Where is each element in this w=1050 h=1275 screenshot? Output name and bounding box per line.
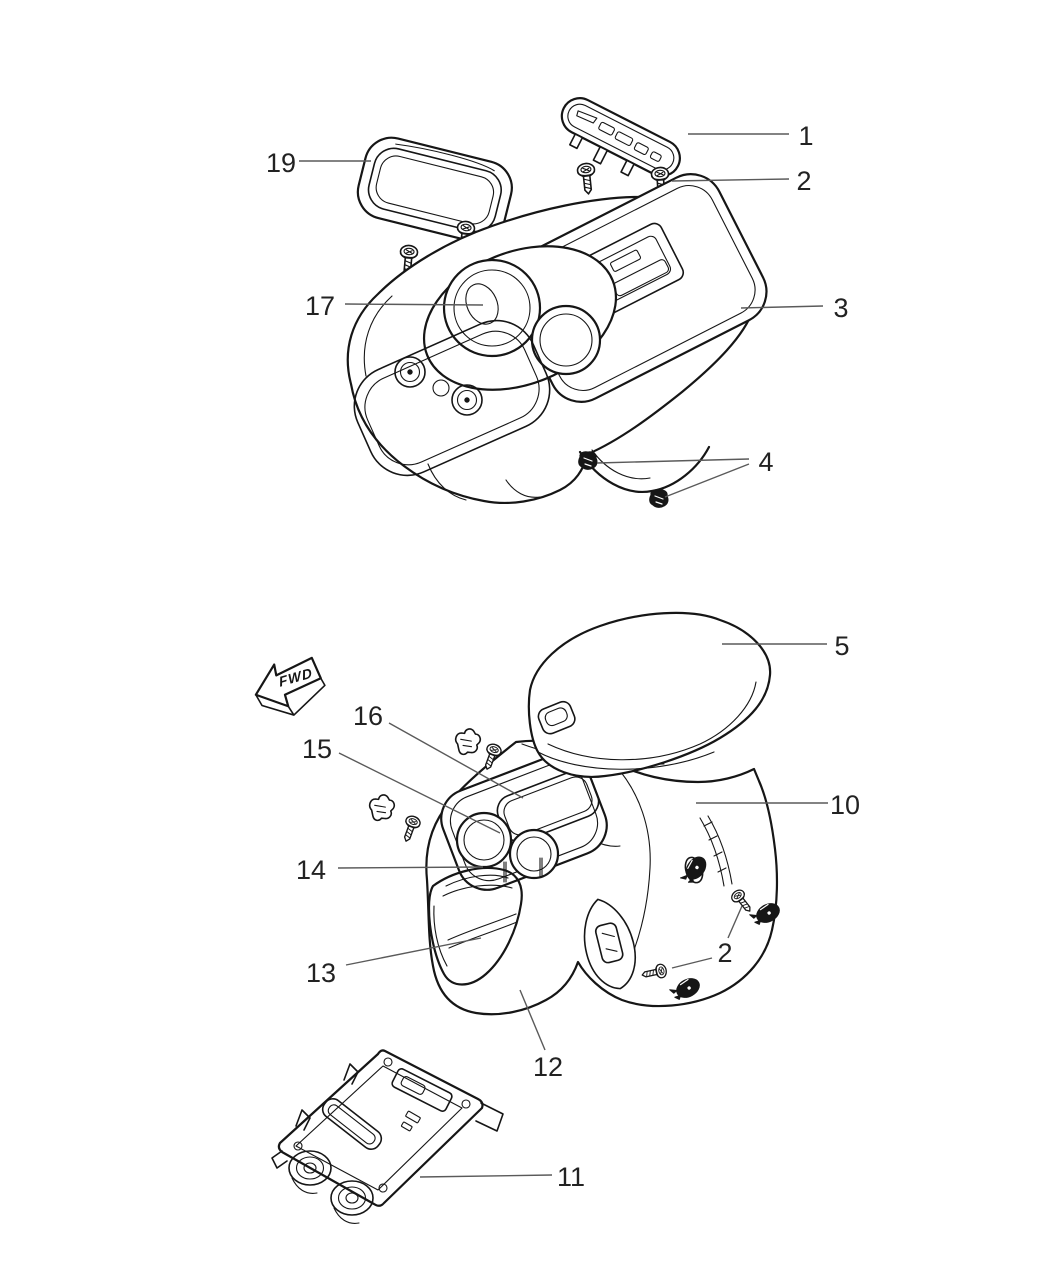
- callout-10: 10: [830, 790, 860, 820]
- bracket-isolator: [330, 1180, 374, 1224]
- callout-12: 12: [533, 1052, 563, 1082]
- leader-4b: [664, 463, 750, 498]
- callout-16: 16: [353, 701, 383, 731]
- leader-2-bottom-b: [671, 957, 713, 969]
- part-4-clips: [578, 451, 669, 508]
- callout-11: 11: [557, 1162, 585, 1192]
- part-3-console-upper: [346, 173, 768, 504]
- console-front-tray: [353, 319, 551, 477]
- bracket-isolator: [288, 1150, 332, 1194]
- leader-2-top: [671, 178, 790, 182]
- part-11-bracket: [271, 1049, 504, 1224]
- body-side-panel: [583, 898, 637, 990]
- leader-15: [338, 752, 501, 834]
- callout-19: 19: [266, 148, 296, 178]
- leader-17: [344, 303, 484, 306]
- leader-4a: [596, 458, 750, 464]
- part-17-cupholder: [422, 245, 618, 391]
- clip-icon: [649, 489, 669, 508]
- part-5-armrest-lid: [527, 611, 772, 778]
- leader-3: [740, 305, 824, 309]
- leader-12: [519, 989, 546, 1051]
- part-13-bin-opening: [427, 866, 523, 986]
- leader-13: [345, 937, 482, 966]
- leader-16: [388, 722, 524, 799]
- callout-1: 1: [798, 121, 813, 151]
- part-15-fasteners: [367, 792, 423, 845]
- screw-icon: [576, 161, 598, 196]
- leader-lines: [299, 133, 828, 1178]
- callout-17: 17: [305, 291, 335, 321]
- callout-2-bottom: 2: [717, 938, 732, 968]
- retainer-clip-icon: [367, 792, 398, 823]
- leader-11: [419, 1174, 553, 1178]
- callout-2-top: 2: [796, 166, 811, 196]
- part-10-console-body: [425, 739, 779, 1016]
- part-1-trim-plate: [560, 97, 681, 185]
- callout-5: 5: [834, 631, 849, 661]
- screw-icon: [398, 813, 423, 845]
- callout-15: 15: [302, 734, 332, 764]
- clip-icon: [578, 451, 598, 470]
- callout-4: 4: [758, 447, 773, 477]
- callout-13: 13: [306, 958, 336, 988]
- fwd-arrow: FWD: [254, 656, 326, 716]
- part-19-bezel: [356, 136, 513, 244]
- leader-2-bottom-a: [727, 905, 743, 939]
- callout-labels: 1 2 19 17 3 4 5 10 16 15 14 13 2 12 11: [266, 121, 860, 1192]
- callout-3: 3: [833, 293, 848, 323]
- leader-14: [337, 866, 484, 869]
- callout-14: 14: [296, 855, 326, 885]
- retainer-clip-icon: [453, 726, 484, 757]
